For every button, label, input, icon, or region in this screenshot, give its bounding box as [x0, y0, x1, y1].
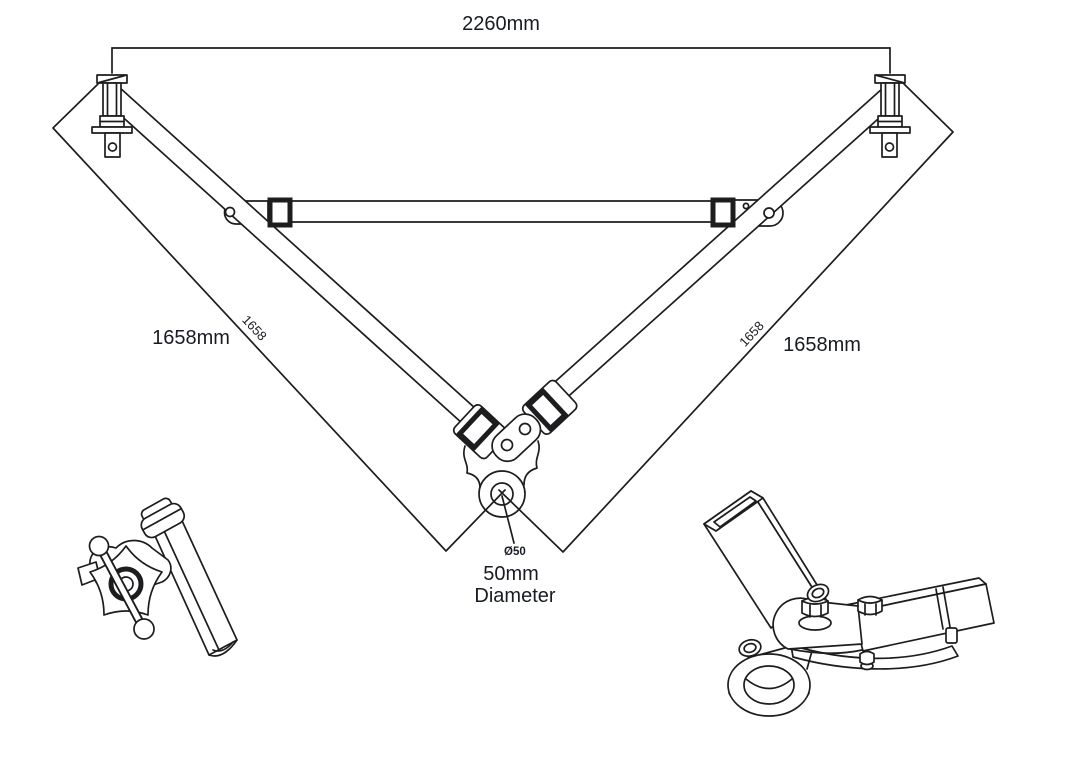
plate-hole-2: [500, 438, 514, 452]
overall-width-dimension: 2260mm: [111, 13, 891, 74]
right-bracket-small-hole: [742, 202, 750, 210]
crossbar-left-clamp: [267, 197, 293, 228]
left-bracket-pivot-hole: [224, 206, 236, 218]
crossbar: [224, 197, 775, 228]
detail-clamp-knob: [77, 497, 238, 657]
left-arm-outline: [52, 83, 506, 552]
right-arm-length-label: 1658mm: [783, 334, 861, 356]
iso-end-tab: [945, 627, 958, 644]
clamp-tube-cap: [140, 497, 186, 539]
right-arm-outline: [498, 83, 954, 553]
center-coupling: [452, 379, 578, 518]
t-bar-ball-bottom: [133, 618, 155, 640]
iso-ring-clip-top: [806, 583, 830, 603]
t-bar-ball-top: [88, 535, 110, 557]
iso-ring-clip-left: [738, 638, 762, 658]
crossbar-bar: [290, 200, 713, 223]
arm-outlines: [52, 83, 954, 553]
plate-hole-1: [518, 422, 532, 436]
left-arm-inline-dimension: 1658: [239, 312, 270, 343]
iso-swivel-arm: [790, 644, 959, 670]
iso-small-bolt: [859, 650, 875, 671]
clamp-tube: [150, 511, 238, 656]
right-socket-clamp: [525, 387, 569, 433]
coupling-body-right-edge: [523, 440, 540, 486]
coupling-body-left-edge: [463, 445, 481, 489]
iso-hex-bolt: [857, 595, 883, 616]
overall-width-dimension-label: 2260mm: [462, 13, 540, 35]
coupling-diameter-note-line2: Diameter: [474, 585, 555, 607]
iso-ring-eye: [727, 645, 813, 717]
crossbar-right-clamp: [710, 197, 736, 228]
coupling-diameter-note-line1: 50mm: [483, 563, 539, 585]
right-bracket-pivot-hole: [763, 207, 775, 219]
left-arm-pin: [91, 74, 133, 158]
left-arm-length-label: 1658mm: [152, 327, 230, 349]
left-socket-clamp: [456, 406, 500, 452]
iso-pivot-head: [772, 596, 863, 655]
right-arm-inline-dimension: 1658: [736, 318, 767, 349]
coupling-diameter-annotation: Ø50 50mm Diameter: [474, 495, 556, 607]
iso-washer: [798, 615, 832, 631]
detail-coupling-iso: [703, 490, 995, 717]
coupling-diameter-callout: Ø50: [504, 546, 526, 558]
left-arm-tube: [105, 86, 487, 434]
